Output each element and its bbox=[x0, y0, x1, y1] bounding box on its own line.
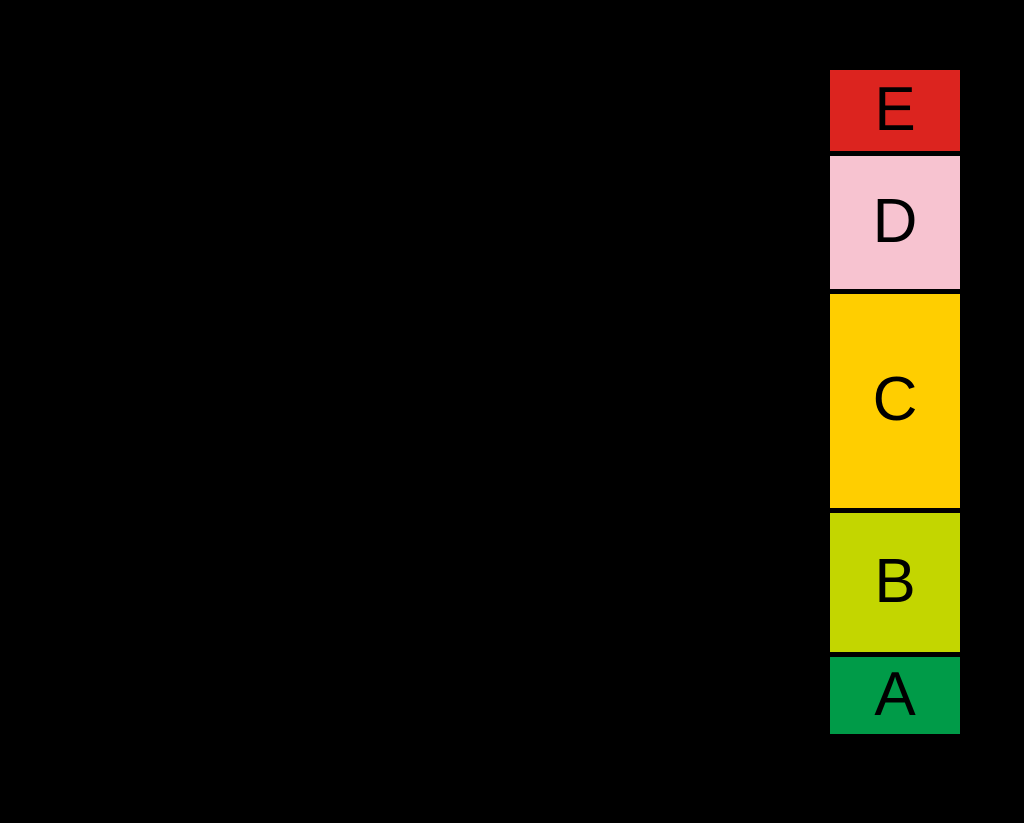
scale-band-a[interactable]: A bbox=[827, 654, 963, 737]
scale-band-c[interactable]: C bbox=[827, 291, 963, 511]
scale-band-d[interactable]: D bbox=[827, 153, 963, 292]
scale-band-e[interactable]: E bbox=[827, 67, 963, 154]
scale-band-label-a: A bbox=[874, 659, 916, 729]
rating-scale: E D C B A bbox=[827, 67, 963, 737]
scale-band-b[interactable]: B bbox=[827, 510, 963, 655]
scale-band-label-c: C bbox=[872, 365, 918, 434]
scale-band-label-d: D bbox=[872, 186, 918, 256]
scale-band-label-b: B bbox=[874, 546, 916, 616]
scale-band-label-e: E bbox=[874, 74, 916, 144]
